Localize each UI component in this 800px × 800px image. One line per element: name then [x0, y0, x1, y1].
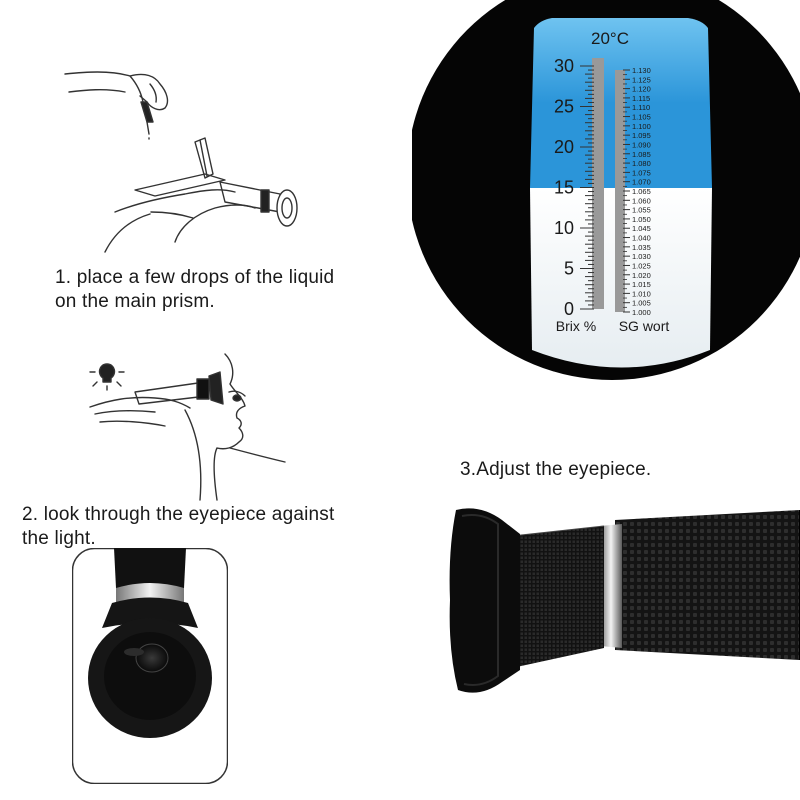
brix-tick-label: 5: [564, 259, 574, 279]
sg-tick-label: 1.105: [632, 113, 651, 122]
sg-tick-label: 1.040: [632, 234, 651, 243]
hand-dropper-illustration-icon: [64, 71, 298, 253]
sg-tick-label: 1.080: [632, 159, 651, 168]
step-1-line-2: on the main prism.: [55, 291, 215, 312]
refractometer-side-photo: [449, 508, 800, 693]
sg-tick-label: 1.075: [632, 168, 651, 177]
sg-tick-label: 1.015: [632, 280, 651, 289]
step-3-line-1: 3.Adjust the eyepiece.: [460, 459, 652, 480]
sg-tick-label: 1.095: [632, 131, 651, 140]
refractometer-scale-view: 20°C 3025201510501.1301.1251.1201.1151.1…: [412, 0, 800, 380]
lightbulb-icon: [89, 363, 125, 391]
brix-scale-bar: [592, 58, 604, 309]
sg-tick-label: 1.005: [632, 299, 651, 308]
sg-tick-label: 1.000: [632, 308, 651, 317]
sg-tick-label: 1.025: [632, 261, 651, 270]
step-2-line-1: 2. look through the eyepiece against: [22, 504, 335, 525]
step-1-instruction: 1. place a few drops of the liquid on th…: [55, 266, 395, 314]
sg-tick-label: 1.090: [632, 140, 651, 149]
sg-tick-label: 1.055: [632, 206, 651, 215]
sg-tick-label: 1.030: [632, 252, 651, 261]
brix-tick-label: 0: [564, 299, 574, 319]
brix-tick-label: 15: [554, 178, 574, 198]
sg-tick-label: 1.120: [632, 85, 651, 94]
temperature-label: 20°C: [591, 29, 629, 48]
sg-tick-label: 1.060: [632, 196, 651, 205]
brix-tick-label: 10: [554, 218, 574, 238]
step-1-line-1: 1. place a few drops of the liquid: [55, 267, 335, 288]
sg-tick-label: 1.045: [632, 224, 651, 233]
sg-label: SG wort: [619, 318, 670, 334]
brix-label: Brix %: [556, 318, 596, 334]
sg-tick-label: 1.035: [632, 243, 651, 252]
eye-eyepiece-illustration-icon: [89, 353, 286, 501]
sg-tick-label: 1.125: [632, 75, 651, 84]
sg-tick-label: 1.115: [632, 94, 650, 103]
step-2-instruction: 2. look through the eyepiece against the…: [22, 503, 402, 551]
sg-tick-label: 1.110: [632, 103, 650, 112]
sg-tick-label: 1.050: [632, 215, 651, 224]
sg-scale-bar: [615, 70, 625, 312]
step-2-line-2: the light.: [22, 528, 96, 549]
refractometer-front-photo: [72, 548, 228, 784]
sg-tick-label: 1.070: [632, 178, 651, 187]
brix-tick-label: 20: [554, 137, 574, 157]
sg-tick-label: 1.020: [632, 271, 651, 280]
step-3-instruction: 3.Adjust the eyepiece.: [460, 458, 780, 482]
brix-tick-label: 25: [554, 97, 574, 117]
sg-tick-label: 1.130: [632, 66, 651, 75]
sg-tick-label: 1.065: [632, 187, 651, 196]
sg-tick-label: 1.085: [632, 150, 651, 159]
sg-tick-label: 1.010: [632, 289, 651, 298]
sg-tick-label: 1.100: [632, 122, 651, 131]
brix-tick-label: 30: [554, 56, 574, 76]
